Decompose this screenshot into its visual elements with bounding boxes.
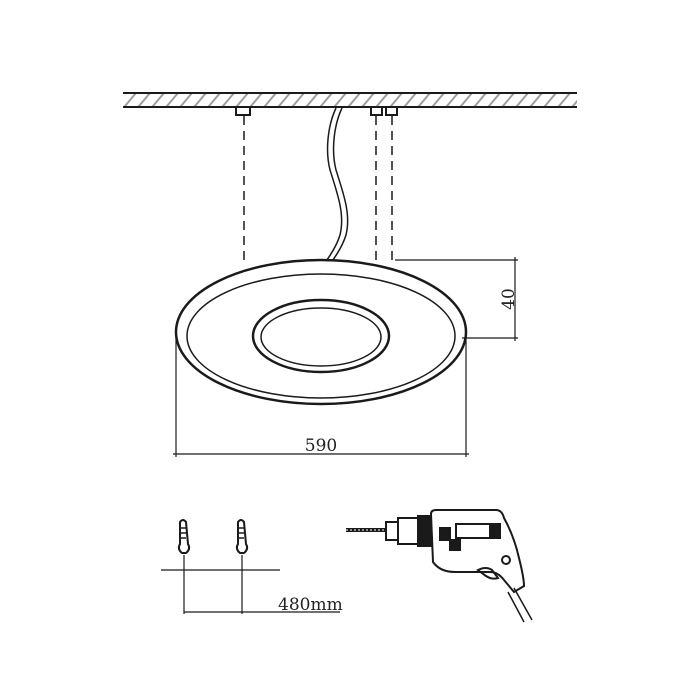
wall-plug-icon — [177, 519, 249, 554]
lamp-body — [174, 258, 468, 406]
bracket-icon — [235, 108, 251, 116]
hole-spacing-label: 480mm — [278, 595, 343, 615]
alignment-dashed-lines — [243, 116, 393, 266]
height-dimension — [395, 257, 518, 341]
bracket-icon — [370, 108, 383, 116]
suspension-cable — [326, 107, 349, 261]
diameter-label: 590 — [305, 436, 337, 456]
diameter-dimension — [173, 336, 469, 457]
drill-icon — [346, 509, 533, 623]
ceiling — [123, 92, 577, 108]
height-label: 40 — [499, 288, 519, 310]
hole-spacing-dimension — [161, 555, 340, 614]
mounting-brackets — [235, 108, 398, 116]
bracket-icon — [385, 108, 398, 116]
